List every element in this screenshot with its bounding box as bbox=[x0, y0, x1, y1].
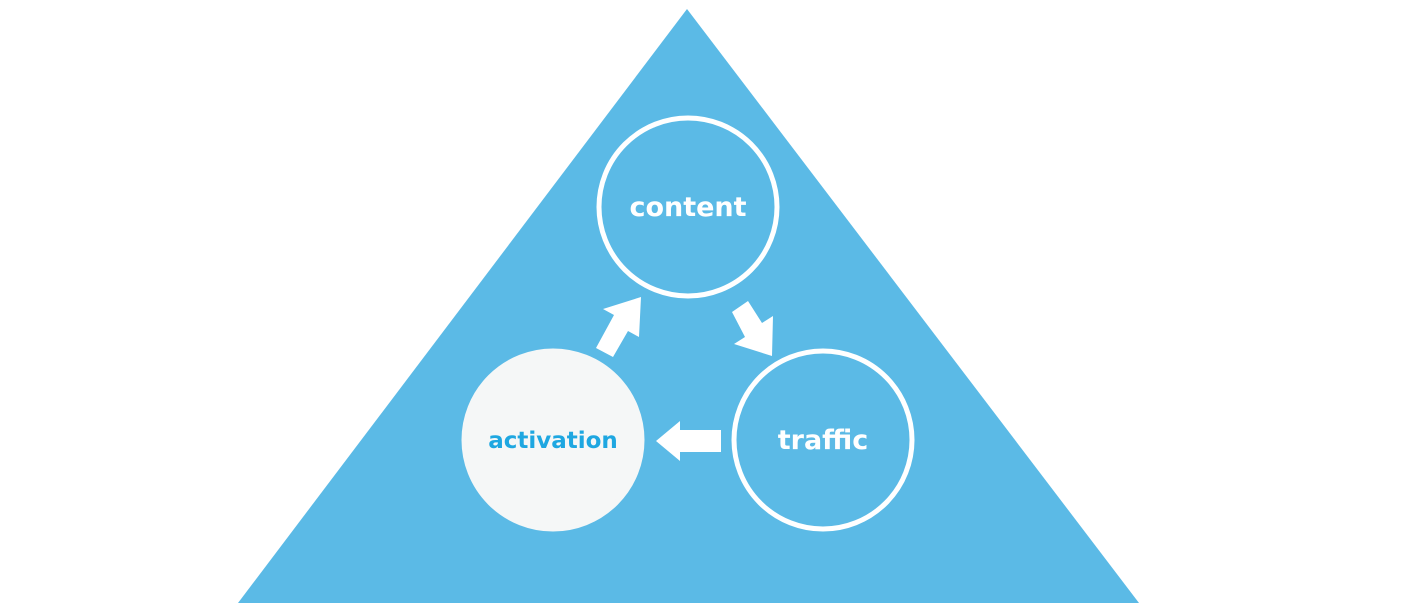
node-content-circle bbox=[596, 115, 780, 299]
node-traffic: traffic bbox=[731, 348, 915, 532]
node-traffic-label: traffic bbox=[778, 425, 869, 456]
node-activation-label: activation bbox=[488, 428, 618, 454]
node-traffic-circle bbox=[731, 348, 915, 532]
node-activation-circle bbox=[461, 348, 645, 532]
arrow-icon bbox=[732, 301, 773, 356]
node-content: content bbox=[596, 115, 780, 299]
node-activation: activation bbox=[461, 348, 645, 532]
arrow-activation-to-content bbox=[596, 297, 641, 357]
node-content-label: content bbox=[629, 192, 746, 223]
arrow-content-to-traffic bbox=[732, 301, 773, 356]
arrow-icon bbox=[596, 297, 641, 357]
background-triangle bbox=[238, 9, 1139, 603]
arrow-traffic-to-activation bbox=[656, 421, 721, 461]
arrow-icon bbox=[656, 421, 721, 461]
